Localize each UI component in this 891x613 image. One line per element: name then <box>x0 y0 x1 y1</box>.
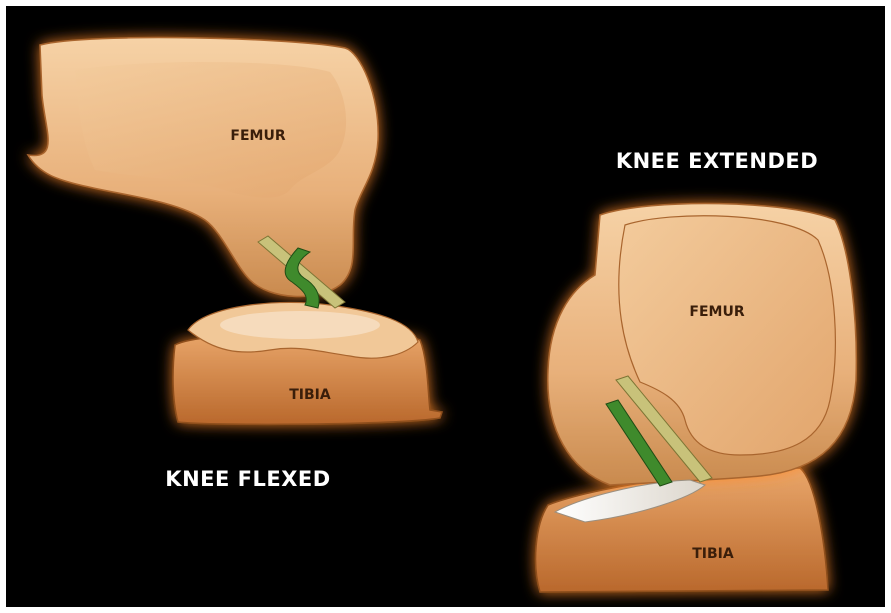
flexed-femur-label: FEMUR <box>230 128 285 144</box>
extended-caption: KNEE EXTENDED <box>616 149 818 173</box>
flexed-tibia-label: TIBIA <box>289 387 331 403</box>
flexed-caption: KNEE FLEXED <box>165 467 330 491</box>
extended-tibia-label: TIBIA <box>692 546 734 562</box>
flexed-plateau-shine <box>220 311 380 339</box>
extended-femur-label: FEMUR <box>689 304 744 320</box>
